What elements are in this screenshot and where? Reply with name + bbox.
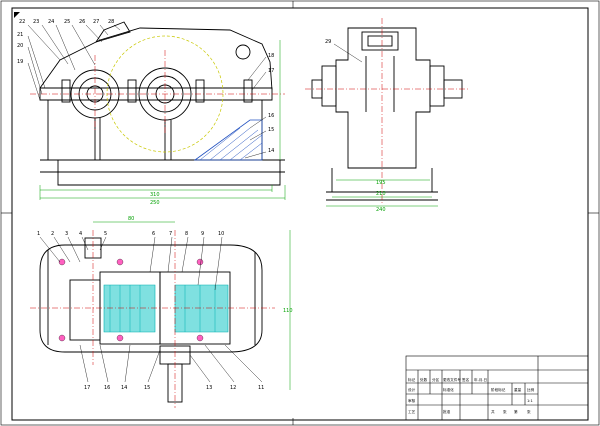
side-view: 195 210 240 29 (305, 18, 470, 213)
front-dim-310: 310 (150, 192, 160, 198)
balloon-22: 22 (19, 19, 25, 25)
corner-marker (14, 12, 20, 18)
front-dim-250: 250 (150, 200, 160, 206)
balloon-27: 27 (93, 19, 99, 25)
plan-view: 80 110 1 2 3 4 5 6 7 8 9 10 17 16 14 15 … (30, 216, 293, 408)
balloon-18: 18 (268, 53, 274, 59)
inner-frame (11, 7, 589, 421)
tb-process: 工艺 (408, 409, 416, 414)
tb-zone: 分区 (432, 377, 440, 382)
plan-dim-110: 110 (283, 308, 293, 314)
balloon-28: 28 (108, 19, 114, 25)
tb-standardization: 标准化 (443, 387, 454, 392)
balloon-26: 26 (79, 19, 85, 25)
plan-balloon-11: 11 (258, 385, 264, 391)
tb-stage-mark: 阶段标记 (491, 387, 506, 392)
plan-balloon-5: 5 (104, 231, 107, 237)
balloon-20: 20 (17, 43, 23, 49)
plan-balloon-15: 15 (144, 385, 150, 391)
plan-balloon-12: 12 (230, 385, 236, 391)
balloon-19: 19 (17, 59, 23, 65)
plan-balloon-3: 3 (65, 231, 68, 237)
plan-balloon-1: 1 (37, 231, 40, 237)
tb-mark: 标记 (408, 377, 416, 382)
balloon-29: 29 (325, 39, 331, 45)
tb-scale-value: 1:1 (527, 399, 533, 403)
tb-signature: 签名 (462, 377, 470, 382)
plan-balloon-10: 10 (218, 231, 224, 237)
tb-sheet-no: 第 (514, 409, 518, 414)
balloon-21: 21 (17, 32, 23, 38)
plan-balloon-9: 9 (201, 231, 204, 237)
balloon-14: 14 (268, 148, 274, 154)
balloon-24: 24 (48, 19, 54, 25)
side-dim-210: 210 (376, 191, 386, 197)
plan-balloon-16: 16 (104, 385, 110, 391)
title-block (405, 355, 589, 421)
tb-ratio: 比例 (527, 387, 535, 392)
tb-sheet-no-unit: 张 (527, 409, 531, 414)
tb-change-doc: 更改文件号 (443, 377, 461, 382)
balloon-25: 25 (64, 19, 70, 25)
tb-design: 设计 (408, 387, 416, 392)
plan-balloon-7: 7 (169, 231, 172, 237)
tb-weight: 重量 (514, 387, 522, 392)
tb-sheet-total: 共 (491, 409, 495, 414)
title-block-text: 标记 处数 分区 更改文件号 签名 年.月.日 设计 标准化 审核 工艺 批准 … (408, 377, 535, 414)
plan-balloon-13: 13 (206, 385, 212, 391)
tb-date: 年.月.日 (474, 377, 487, 382)
plan-balloon-8: 8 (185, 231, 188, 237)
tb-count: 处数 (420, 377, 428, 382)
plan-balloon-6: 6 (152, 231, 155, 237)
balloon-17: 17 (268, 68, 274, 74)
front-view: 310 250 22 23 24 25 26 27 28 21 20 19 18… (17, 19, 286, 206)
plan-dim-80: 80 (128, 216, 134, 222)
balloon-16: 16 (268, 113, 274, 119)
balloon-23: 23 (33, 19, 39, 25)
tb-sheet-total-unit: 张 (503, 409, 507, 414)
balloon-15: 15 (268, 127, 274, 133)
plan-balloon-17: 17 (84, 385, 90, 391)
side-dim-240: 240 (376, 207, 386, 213)
plan-balloon-4: 4 (79, 231, 82, 237)
section-gear (103, 284, 229, 333)
tb-approve: 批准 (443, 409, 451, 414)
plan-balloon-14: 14 (121, 385, 127, 391)
tb-review: 审核 (408, 398, 416, 403)
plan-balloon-2: 2 (51, 231, 54, 237)
side-dim-195: 195 (376, 180, 386, 186)
